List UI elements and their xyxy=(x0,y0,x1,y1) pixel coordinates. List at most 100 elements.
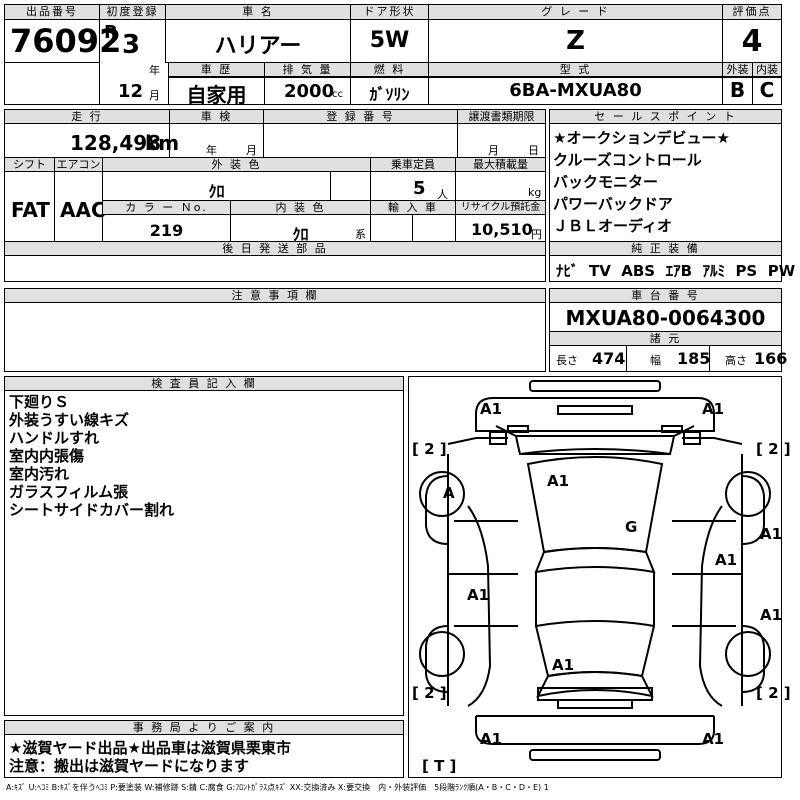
damage-mark: A xyxy=(443,484,455,502)
lot-number: 76092 xyxy=(10,22,122,60)
damage-mark: G xyxy=(625,518,638,536)
ac-label: エアコン xyxy=(55,158,102,172)
inspector-line: 室内内張傷 xyxy=(9,447,85,465)
door-type: 5W xyxy=(369,28,410,53)
equipment-item: ｱﾙﾐ xyxy=(702,262,725,280)
length-label: 長さ xyxy=(556,354,578,367)
inspection-year-unit: 年 xyxy=(206,144,217,157)
fuel-value: ｶﾞｿﾘﾝ xyxy=(369,85,410,104)
inspector-line: 外装うすい線キズ xyxy=(9,411,130,429)
intcolor-unit: 系 xyxy=(355,228,366,241)
ext-label: 外装 xyxy=(723,63,752,77)
int-label: 内装 xyxy=(753,63,781,77)
later-parts-label: 後 日 発 送 部 品 xyxy=(5,242,545,256)
chassis-number: MXUA80-0064300 xyxy=(565,306,766,330)
transfer-label: 譲渡書類期限 xyxy=(458,110,545,124)
seats-unit: 人 xyxy=(437,188,448,201)
int-grade: C xyxy=(759,78,775,102)
shift-value: FAT xyxy=(11,198,50,222)
inspector-block xyxy=(4,376,404,716)
chassis-block xyxy=(549,288,782,372)
length-value: 474 xyxy=(592,349,626,368)
seats-value: 5 xyxy=(413,178,426,199)
damage-mark: A1 xyxy=(702,730,725,748)
car-name: ハリアー xyxy=(214,34,302,59)
damage-mark: A1 xyxy=(760,525,783,543)
legend: A:ｷｽﾞ U:ﾍｺﾐ B:ｷｽﾞを伴うﾍｺﾐ P:要塗装 W:補修跡 S:錆 … xyxy=(6,783,549,792)
equipment-item: PS xyxy=(735,262,758,280)
history-value: 自家用 xyxy=(186,83,247,107)
seats-label: 乗車定員 xyxy=(371,158,455,172)
car-outline xyxy=(419,380,771,761)
history-label: 車 歴 xyxy=(169,63,264,77)
damage-mark: A1 xyxy=(702,400,725,418)
damage-mark: A1 xyxy=(547,472,570,490)
disp-value: 2000 xyxy=(284,81,335,102)
height-value: 166 xyxy=(754,349,788,368)
inspector-line: 室内汚れ xyxy=(9,465,70,483)
sales-item: パワーバックドア xyxy=(553,195,673,213)
disp-unit: cc xyxy=(332,89,343,100)
equipment-label: 純 正 装 備 xyxy=(550,242,781,256)
lot-label: 出品番号 xyxy=(5,5,99,20)
equipment-item: ｴｱB xyxy=(665,262,693,280)
damage-mark: A1 xyxy=(715,551,738,569)
recycle-label: リサイクル預託金 xyxy=(456,201,545,215)
color-label: 外 装 色 xyxy=(103,158,370,172)
header-block xyxy=(4,4,782,105)
model-value: 6BA-MXUA80 xyxy=(509,80,642,101)
score-value: 4 xyxy=(741,24,763,59)
inspector-line: ガラスフィルム張 xyxy=(9,483,129,501)
door-label: ドア形状 xyxy=(351,5,428,20)
colorno-label: カ ラ ー Ｎo. xyxy=(103,201,230,215)
disp-label: 排 気 量 xyxy=(265,63,350,77)
damage-mark: A1 xyxy=(552,656,575,674)
damage-mark: A1 xyxy=(480,730,503,748)
office-block xyxy=(4,720,404,778)
recycle-value: 10,510 xyxy=(471,220,533,239)
inspector-label: 検 査 員 記 入 欄 xyxy=(5,377,403,391)
office-line: ★滋賀ヤード出品★出品車は滋賀県栗東市 xyxy=(9,739,291,757)
reg-year: 3 xyxy=(122,30,141,60)
score-label: 評価点 xyxy=(723,5,781,20)
sales-item: ＪＢＬオーディオ xyxy=(553,217,672,235)
tire-depth-bracket: [ 2 ] xyxy=(412,440,447,458)
grade-label: グ レ ー ド xyxy=(429,5,722,20)
colorno-value: 219 xyxy=(149,221,184,240)
mileage-label: 走 行 xyxy=(5,110,169,124)
tire-depth-bracket: [ 2 ] xyxy=(412,684,447,702)
equipment-item: PW xyxy=(767,262,796,280)
notes-block xyxy=(4,288,546,372)
ext-grade: B xyxy=(729,78,746,102)
transfer-month-unit: 月 xyxy=(488,144,499,157)
height-label: 高さ xyxy=(725,354,747,367)
transfer-day-unit: 日 xyxy=(528,144,539,157)
tire-depth-bracket: [ 2 ] xyxy=(756,684,791,702)
damage-mark: A1 xyxy=(760,606,783,624)
ac-value: AAC xyxy=(60,198,106,222)
equipment-list: ﾅﾋﾞ TV ABS ｴｱB ｱﾙﾐ PS PW xyxy=(556,260,795,281)
office-label: 事 務 局 よ り ご 案 内 xyxy=(5,721,403,735)
inspector-line: ハンドルすれ xyxy=(9,429,100,447)
sales-label: セ ー ル ス ポ イ ン ト xyxy=(550,110,781,124)
equipment-item: ﾅﾋﾞ xyxy=(556,262,579,280)
color-value: ｸﾛ xyxy=(208,182,225,201)
inspector-notes: 下廻りＳ 外装うすい線キズ ハンドルすれ 室内内張傷 室内汚れ ガラスフィルム張… xyxy=(9,393,174,519)
reg-month-unit: 月 xyxy=(149,89,160,102)
notes-label: 注 意 事 項 欄 xyxy=(5,289,545,303)
sales-block xyxy=(549,109,782,282)
load-unit: kg xyxy=(528,186,542,199)
mileage-value: 128,498 xyxy=(70,131,162,155)
tire-depth-bracket: [ T ] xyxy=(422,757,457,775)
inspection-month-unit: 月 xyxy=(246,144,257,157)
office-notes: ★滋賀ヤード出品★出品車は滋賀県栗東市 注意：搬出は滋賀ヤードになります xyxy=(9,739,291,775)
chassis-label: 車 台 番 号 xyxy=(550,289,781,303)
sales-item: クルーズコントロール xyxy=(553,151,702,169)
intcolor-label: 内 装 色 xyxy=(231,201,370,215)
tire-depth-bracket: [ 2 ] xyxy=(756,440,791,458)
reg-year-unit: 年 xyxy=(149,64,160,77)
car-diagram xyxy=(408,376,782,778)
name-label: 車 名 xyxy=(166,5,350,20)
width-value: 185 xyxy=(677,349,711,368)
fuel-label: 燃 料 xyxy=(351,63,428,77)
